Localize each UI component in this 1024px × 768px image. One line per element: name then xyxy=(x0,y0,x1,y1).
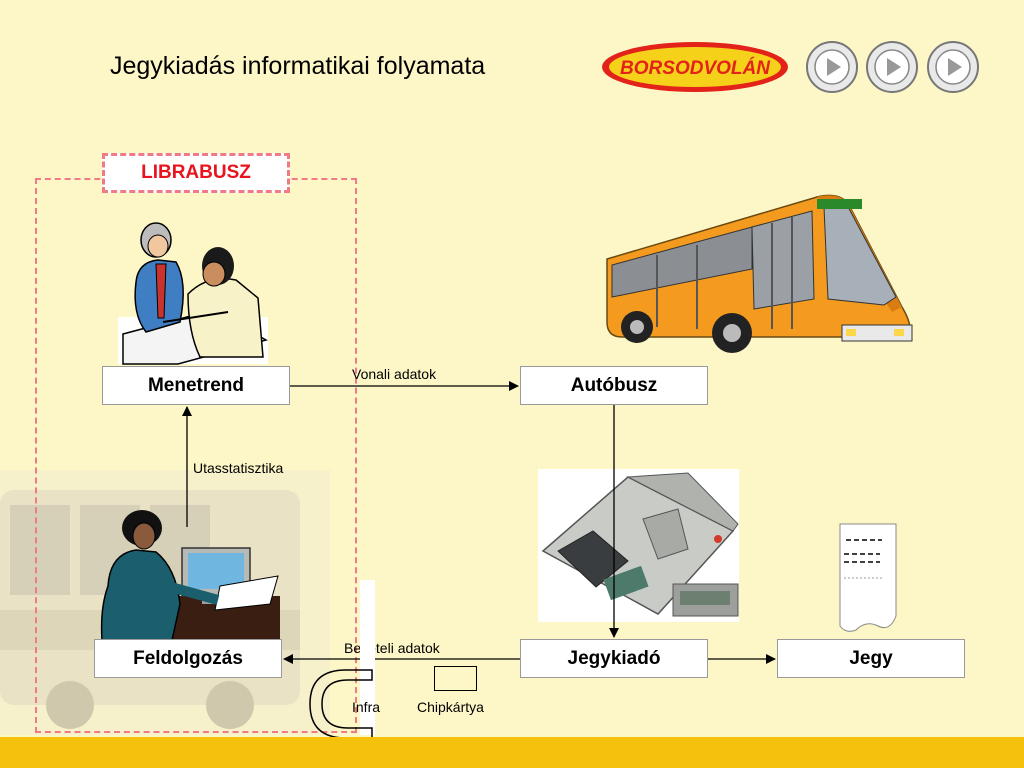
node-autobusz: Autóbusz xyxy=(520,366,708,405)
infra-icon xyxy=(309,669,373,739)
certification-badge-icon xyxy=(866,41,918,93)
office-workers-illustration xyxy=(118,222,268,365)
certification-badge-icon xyxy=(806,41,858,93)
infra-label: Infra xyxy=(352,699,381,715)
node-jegykiado: Jegykiadó xyxy=(520,639,708,678)
edge-label-utasstatisztika: Utasstatisztika xyxy=(193,460,284,476)
office-clerk-illustration xyxy=(100,510,280,641)
ticket-icon xyxy=(839,523,897,632)
chipkartya-label: Chipkártya xyxy=(417,699,484,715)
logo-text: BORSODVOLÁN xyxy=(620,57,771,79)
node-jegy: Jegy xyxy=(777,639,965,678)
certification-badge-icon xyxy=(927,41,979,93)
borsodvolan-logo: BORSODVOLÁN xyxy=(602,42,788,92)
ticket-machine-photo xyxy=(538,469,739,622)
librabusz-label: LIBRABUSZ xyxy=(102,153,290,193)
footer-band xyxy=(0,737,1024,768)
edge-label-vonali-adatok: Vonali adatok xyxy=(352,366,437,382)
divider-strip xyxy=(360,580,375,735)
node-menetrend: Menetrend xyxy=(102,366,290,405)
edge-label-beveteli-adatok: Bevételi adatok xyxy=(344,640,440,656)
chipcard-icon xyxy=(434,666,477,691)
page-title: Jegykiadás informatikai folyamata xyxy=(110,52,486,80)
bus-illustration xyxy=(606,194,913,353)
node-feldolgozas: Feldolgozás xyxy=(94,639,282,678)
